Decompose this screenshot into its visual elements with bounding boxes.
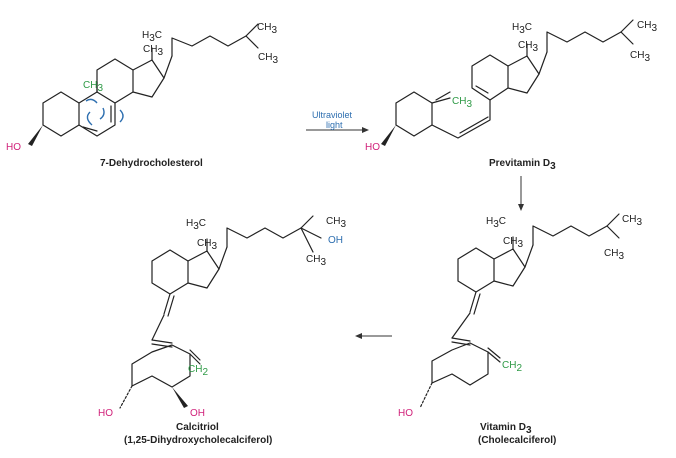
atom-label: CH2 [188, 364, 208, 378]
arrow-label: Ultraviolet [312, 110, 353, 120]
atom-label: CH3 [143, 44, 163, 58]
atom-label: CH3 [637, 20, 657, 34]
molecule-calcitriol: H3C CH3 OH CH3 CH3 CH2 HO OH Calcitriol … [98, 215, 346, 446]
molecule-vitamin-d3: H3C CH3 CH3 CH3 CH2 HO Vitamin D3 (Chole… [398, 213, 642, 446]
bond-arc-mark [85, 98, 98, 104]
atom-label: H3C [512, 22, 532, 36]
compound-name: Calcitriol [176, 422, 219, 433]
bond-arc-mark [86, 111, 93, 126]
down-reaction-arrow [518, 176, 524, 211]
atom-label: CH3 [452, 96, 472, 110]
bond-arc-mark [119, 109, 124, 123]
hydroxyl-label: HO [98, 408, 113, 419]
atom-label: CH3 [83, 80, 103, 94]
atom-label: H3C [142, 30, 162, 44]
atom-label: CH3 [630, 50, 650, 64]
hydroxyl-label: HO [365, 142, 380, 153]
atom-label: H3C [186, 218, 206, 232]
hydroxyl-label: HO [6, 142, 21, 153]
hydroxyl-label: HO [398, 408, 413, 419]
compound-name: Vitamin D3 [480, 422, 532, 436]
compound-name: Previtamin D3 [489, 158, 556, 172]
atom-label: CH3 [604, 248, 624, 262]
arrow-label: light [326, 120, 343, 130]
bond-arc-mark [99, 107, 105, 120]
hydroxyl-label: OH [328, 235, 343, 246]
compound-name-alt: (1,25-Dihydroxycholecalciferol) [124, 435, 272, 446]
uv-reaction-arrow: Ultraviolet light [306, 110, 369, 133]
atom-label: CH3 [622, 214, 642, 228]
atom-label: CH3 [258, 52, 278, 66]
atom-label: H3C [486, 216, 506, 230]
molecule-previtamin-d3: H3C CH3 CH3 CH3 CH3 HO Previtamin D3 [365, 19, 657, 172]
left-reaction-arrow [355, 333, 392, 339]
molecule-7-dehydrocholesterol: H3C CH3 CH3 CH3 CH3 HO 7-Dehydrocholeste… [6, 22, 278, 169]
atom-label: CH3 [326, 216, 346, 230]
atom-label: CH2 [502, 360, 522, 374]
hydroxyl-label: OH [190, 408, 205, 419]
atom-label: CH3 [306, 254, 326, 268]
atom-label: CH3 [257, 22, 277, 36]
atom-label: CH3 [197, 238, 217, 252]
compound-name-alt: (Cholecalciferol) [478, 435, 556, 446]
atom-label: CH3 [503, 236, 523, 250]
atom-label: CH3 [518, 40, 538, 54]
compound-name: 7-Dehydrocholesterol [100, 158, 203, 169]
